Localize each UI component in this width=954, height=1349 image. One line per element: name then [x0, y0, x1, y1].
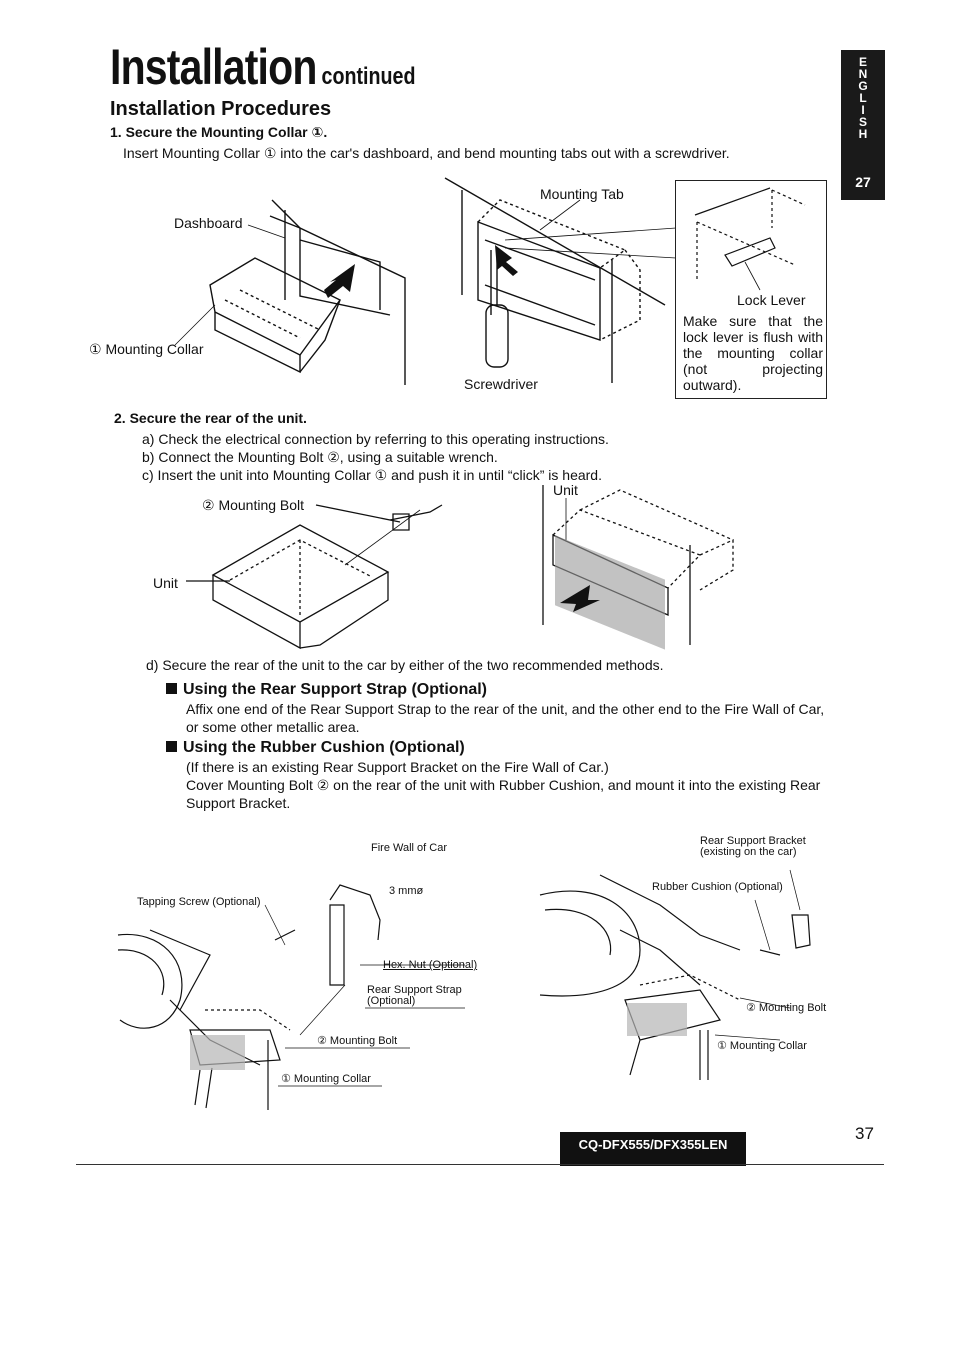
tab-letter: I	[861, 103, 865, 117]
label-tapping-screw: Tapping Screw (Optional)	[137, 896, 261, 908]
cushion-heading-text: Using the Rubber Cushion (Optional)	[183, 739, 465, 756]
tab-letter: N	[858, 67, 868, 81]
tab-letter: E	[858, 55, 867, 69]
page-number: 37	[855, 1124, 874, 1143]
label-unit-left: Unit	[153, 575, 178, 591]
label-dashboard: Dashboard	[174, 215, 243, 231]
label-mounting-bolt: ② Mounting Bolt	[202, 497, 305, 513]
label-strap-1: Rear Support Strap	[367, 984, 462, 996]
label-mounting-collar: ① Mounting Collar	[89, 341, 204, 357]
lock-lever-note: Make sure that the lock lever is flush w…	[683, 313, 823, 393]
label-right-bolt: ② Mounting Bolt	[746, 1002, 827, 1014]
language-tab: E N G L I S H 27	[841, 50, 885, 200]
tab-letter: H	[858, 127, 868, 141]
step2-heading: 2. Secure the rear of the unit.	[114, 410, 307, 426]
title-suffix: continued	[321, 63, 416, 90]
step1-heading: 1. Secure the Mounting Collar ①.	[110, 124, 328, 140]
strap-heading: Using the Rear Support Strap (Optional)	[166, 681, 487, 699]
tab-page-number: 27	[855, 174, 871, 190]
model-badge: CQ-DFX555/DFX355LEN	[560, 1132, 746, 1166]
step2-d: d) Secure the rear of the unit to the ca…	[146, 657, 664, 673]
label-left-collar: ① Mounting Collar	[281, 1073, 371, 1085]
title-text: Installation	[110, 39, 317, 95]
label-hex-nut: Hex. Nut (Optional)	[383, 959, 478, 971]
cushion-heading: Using the Rubber Cushion (Optional)	[166, 739, 465, 757]
label-unit-right: Unit	[553, 482, 578, 498]
tab-letter: G	[858, 79, 868, 93]
cushion-text-2: Cover Mounting Bolt ② on the rear of the…	[186, 777, 821, 811]
strap-text: Affix one end of the Rear Support Strap …	[186, 701, 825, 735]
step1-text: Insert Mounting Collar ① into the car's …	[123, 145, 730, 161]
lock-lever-note-box: Lock Lever Make sure that the lock lever…	[675, 180, 827, 399]
footer-rule	[76, 1164, 884, 1165]
label-screwdriver: Screwdriver	[464, 376, 538, 392]
step2-b: b) Connect the Mounting Bolt ②, using a …	[142, 449, 498, 465]
section-heading: Installation Procedures	[110, 98, 332, 120]
bullet-square	[166, 683, 177, 694]
label-rubber-cushion: Rubber Cushion (Optional)	[652, 881, 783, 893]
label-right-collar: ① Mounting Collar	[717, 1040, 807, 1052]
label-bracket-2: (existing on the car)	[700, 846, 797, 858]
cushion-text-1: (If there is an existing Rear Support Br…	[186, 759, 609, 775]
label-fire-wall: Fire Wall of Car	[371, 842, 447, 854]
step2-c: c) Insert the unit into Mounting Collar …	[142, 467, 602, 483]
label-left-bolt: ② Mounting Bolt	[317, 1035, 398, 1047]
bullet-square	[166, 741, 177, 752]
tab-letter: S	[858, 115, 867, 129]
tab-letter: L	[859, 91, 867, 105]
label-size: 3 mmø	[389, 885, 424, 897]
step2-a: a) Check the electrical connection by re…	[142, 431, 609, 447]
label-bracket-1: Rear Support Bracket	[700, 835, 806, 847]
label-mounting-tab: Mounting Tab	[540, 186, 624, 202]
strap-heading-text: Using the Rear Support Strap (Optional)	[183, 681, 488, 698]
label-strap-2: (Optional)	[367, 995, 416, 1007]
label-lock-lever: Lock Lever	[737, 292, 806, 308]
